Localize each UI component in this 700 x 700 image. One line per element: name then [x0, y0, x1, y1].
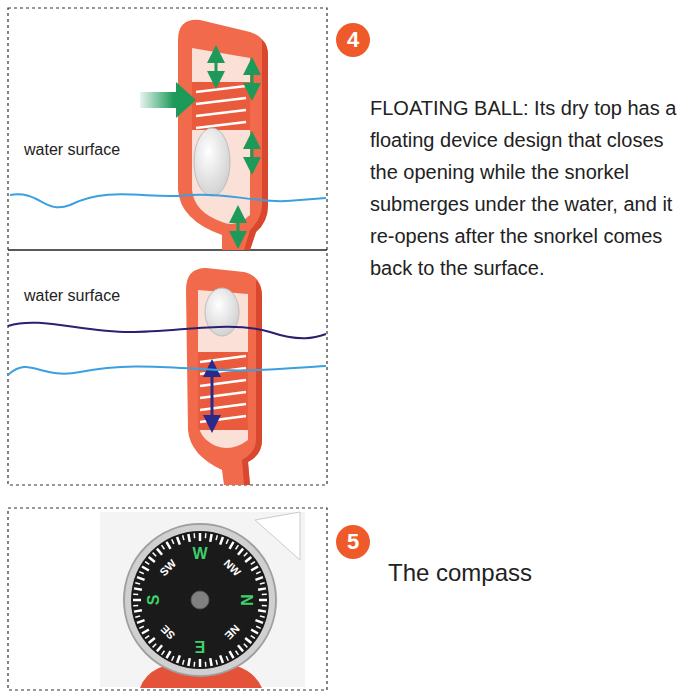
compass-tick	[183, 660, 184, 665]
compass-letter: E	[195, 638, 206, 654]
compass-tick	[134, 610, 142, 611]
compass-tick	[256, 572, 261, 574]
compass-tick	[157, 645, 162, 651]
compass-tick	[133, 593, 138, 595]
compass-tick	[238, 549, 243, 555]
compass-tick	[139, 626, 144, 628]
compass-tick	[199, 533, 202, 541]
compass-letter: S	[146, 595, 162, 606]
compass-tick	[210, 534, 211, 542]
panel-frame	[8, 8, 327, 485]
compass-tick	[244, 644, 248, 648]
compass-letter: N	[238, 594, 254, 606]
compass-tick	[134, 588, 142, 589]
compass-tick	[149, 638, 155, 643]
compass-tick	[260, 583, 265, 584]
compass-tick	[162, 545, 165, 549]
compass-tick	[183, 535, 184, 540]
water-line	[8, 366, 326, 375]
compass-tick	[251, 636, 255, 639]
compass-tick	[262, 605, 267, 607]
compass-tick	[153, 644, 157, 648]
compass-tick	[230, 542, 234, 549]
compass-tick	[262, 593, 267, 595]
airflow-arrows	[140, 54, 252, 240]
caption-text: The compass	[388, 559, 532, 588]
compass-tick	[210, 658, 211, 666]
compass-tick	[193, 662, 195, 667]
compass-tick	[135, 616, 140, 617]
compass-tick	[255, 620, 263, 623]
compass-tick	[172, 656, 174, 661]
callout-number: 5	[347, 531, 359, 553]
snorkel-top	[186, 268, 262, 485]
compass-tick	[220, 537, 223, 545]
compass-tick	[251, 567, 258, 571]
compass-tick	[142, 567, 149, 571]
compass-photo	[100, 512, 305, 688]
compass-tick	[167, 542, 171, 549]
compass-tick	[177, 537, 180, 545]
water-surface-label: water surface	[24, 140, 120, 159]
compass-tick	[177, 655, 180, 663]
compass-tick	[133, 605, 138, 607]
water-line	[10, 194, 326, 207]
compass-tick	[205, 662, 207, 667]
compass-tick	[145, 636, 149, 639]
compass-tick	[236, 651, 239, 655]
compass-tick	[133, 599, 141, 602]
compass-tick	[135, 583, 140, 584]
compass-tick	[244, 553, 248, 557]
compass-tick	[139, 572, 144, 574]
description-text: FLOATING BALL: Its dry top has a floatin…	[370, 92, 692, 284]
compass-tick	[238, 645, 243, 651]
compass-tick	[236, 545, 239, 549]
compass-tick	[251, 562, 255, 565]
compass-tick	[188, 534, 189, 542]
compass-tick	[137, 620, 145, 623]
compass-tick	[157, 549, 162, 555]
compass-tick	[188, 658, 189, 666]
compass-tick	[256, 626, 261, 628]
compass-tick	[220, 655, 223, 663]
compass-tick	[145, 562, 149, 565]
compass-tick	[199, 659, 202, 667]
compass-tick	[226, 656, 228, 661]
compass-tick	[245, 557, 251, 562]
compass-tick	[226, 539, 228, 544]
compass-tick	[255, 577, 263, 580]
compass-tick	[193, 533, 195, 538]
compass-letter: W	[192, 546, 207, 562]
compass-tick	[251, 630, 258, 634]
compass-tick	[259, 599, 267, 602]
water-line	[8, 323, 326, 339]
compass-tick	[149, 557, 155, 562]
compass-tick	[258, 588, 266, 589]
snorkel-top	[178, 20, 268, 250]
callout-circle: 4	[336, 23, 370, 57]
compass-tick	[167, 651, 171, 658]
compass-tick	[216, 535, 217, 540]
compass-tick	[216, 660, 217, 665]
callout-number: 4	[347, 29, 359, 51]
compass-tick	[172, 539, 174, 544]
compass-tick	[162, 651, 165, 655]
divider	[8, 249, 327, 251]
compass-tick	[258, 610, 266, 611]
compass-tick	[260, 616, 265, 617]
compass-tick	[137, 577, 145, 580]
water-surface-label: water surface	[24, 286, 120, 305]
compass-tick	[230, 651, 234, 658]
callout-circle: 5	[336, 525, 370, 559]
panel-frame	[8, 508, 327, 690]
compass-tick	[142, 630, 149, 634]
compass-tick	[153, 553, 157, 557]
compass-tick	[245, 638, 251, 643]
compass-tick	[205, 533, 207, 538]
